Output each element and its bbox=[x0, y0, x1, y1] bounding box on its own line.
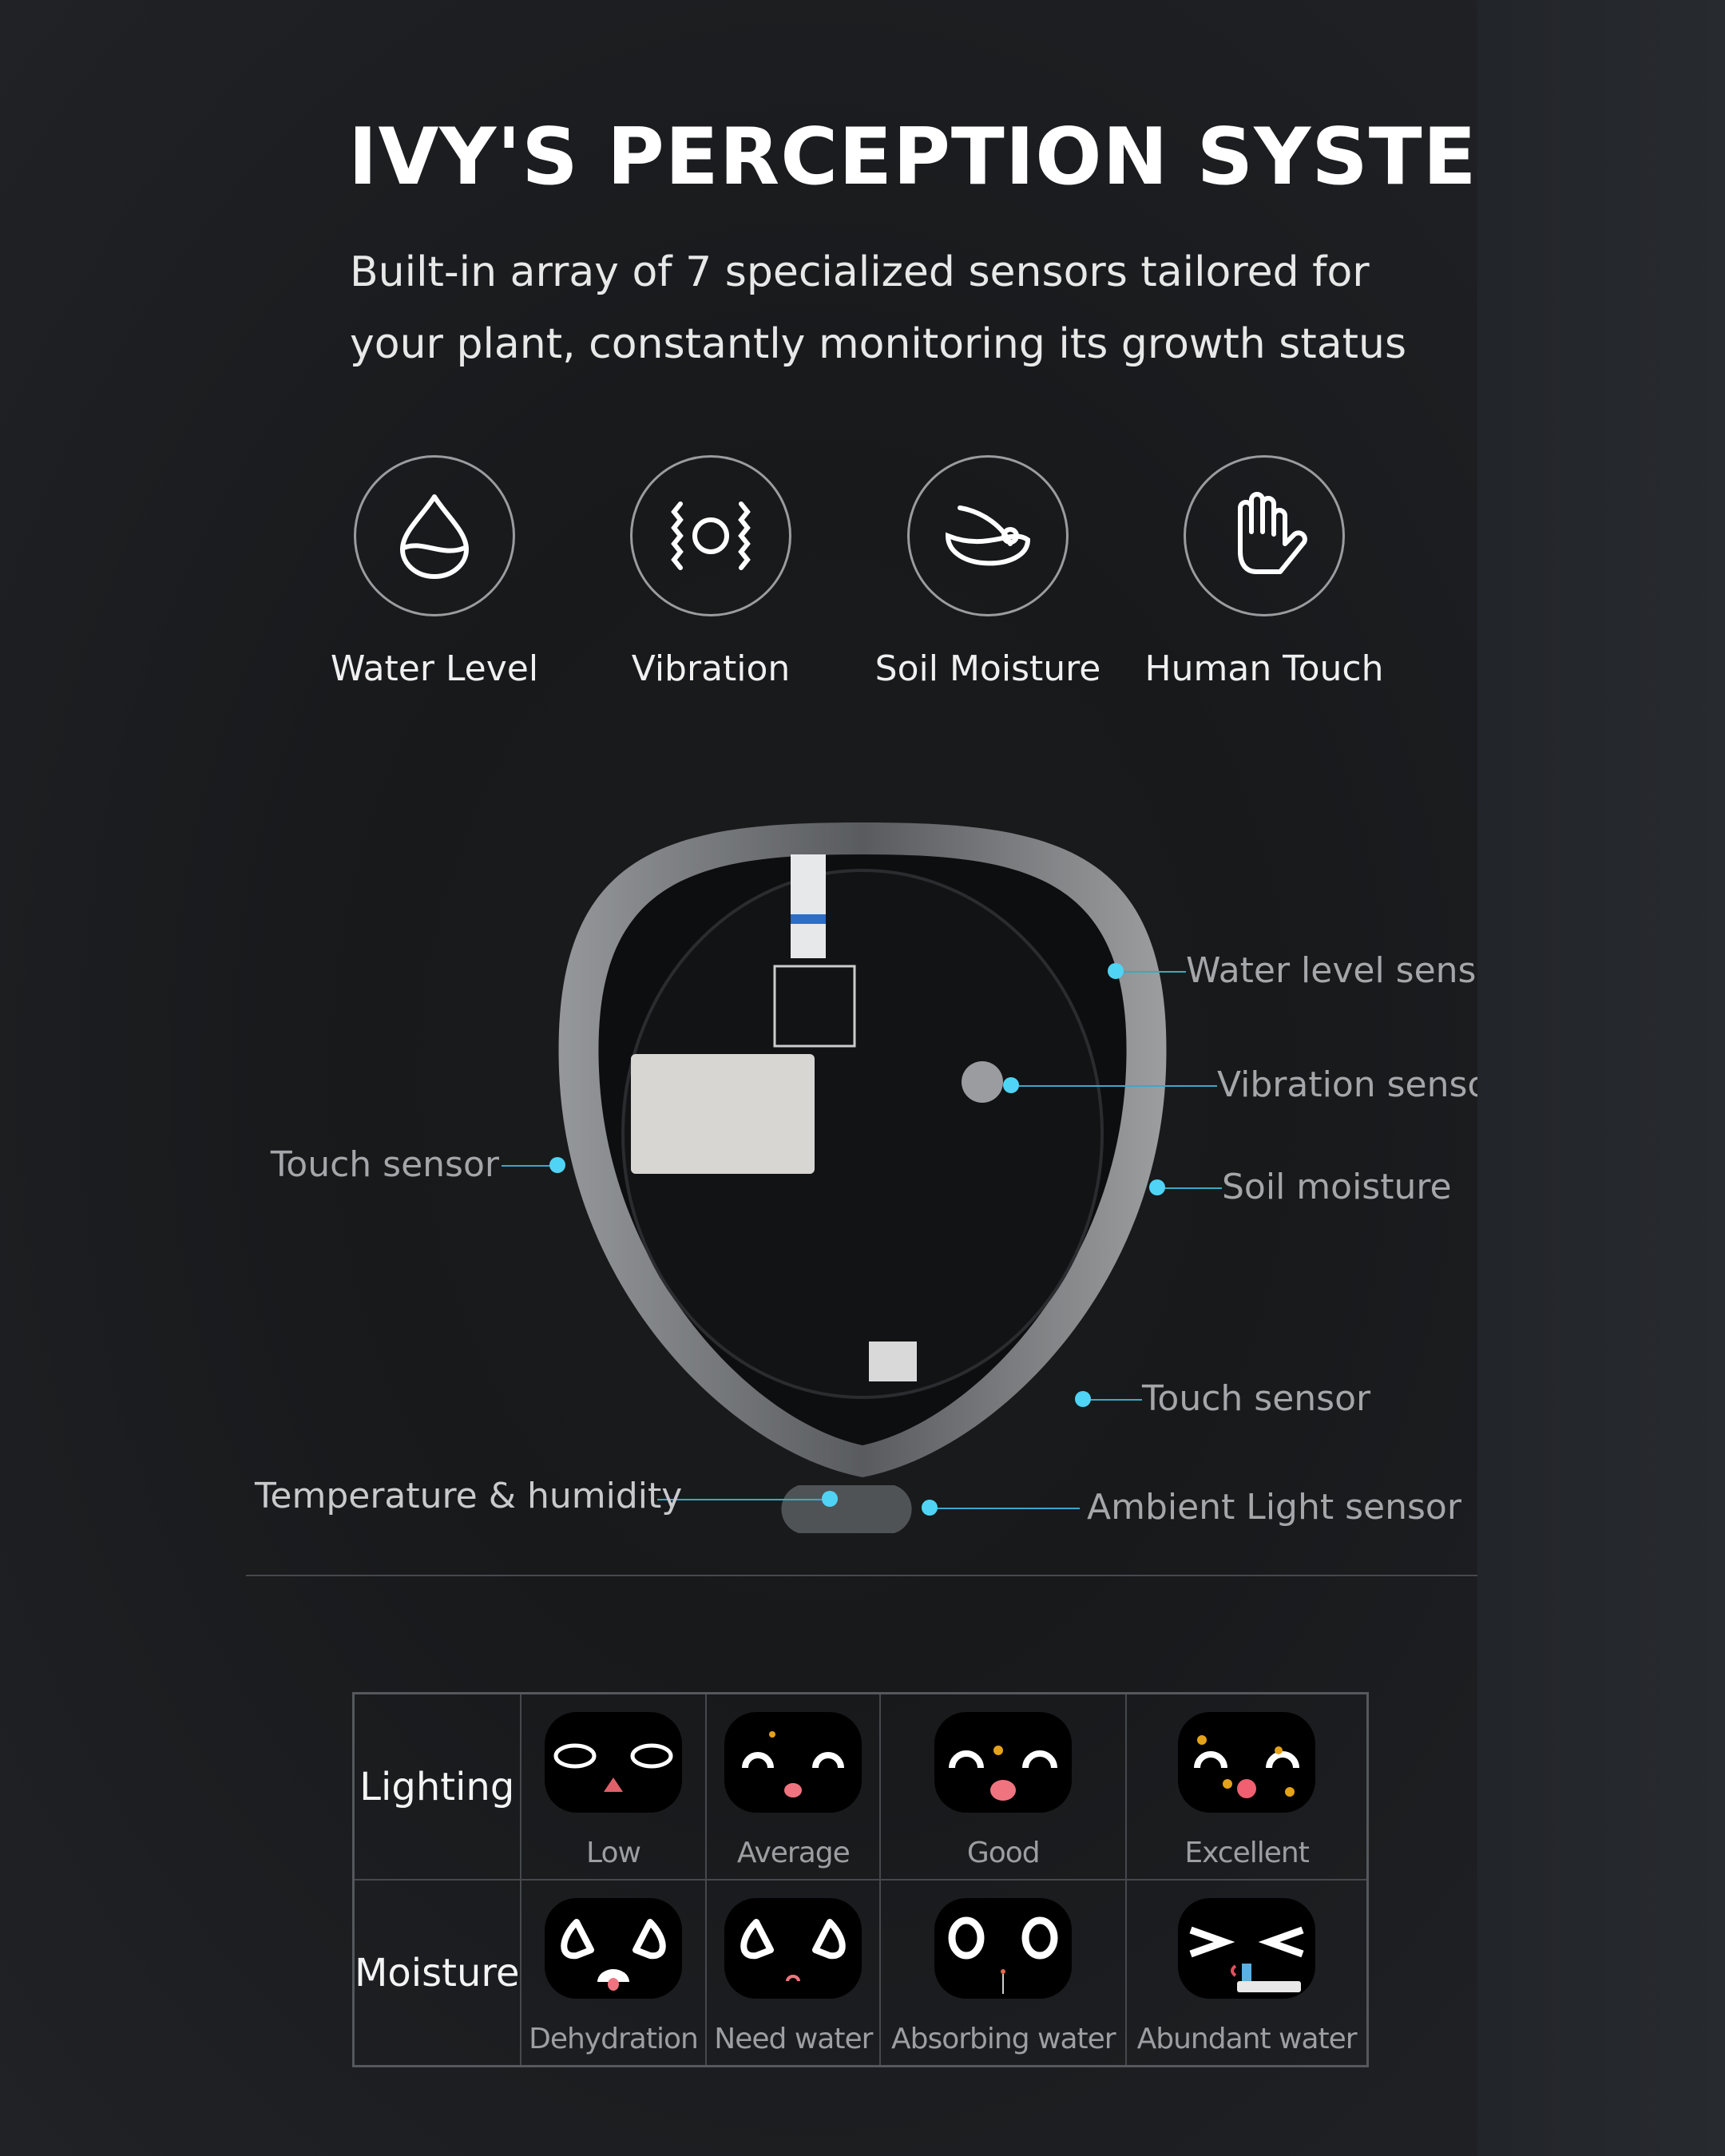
callout-soil-moisture: Soil moisture bbox=[1222, 1167, 1452, 1207]
callout-touch-left: Touch sensor bbox=[270, 1144, 499, 1185]
subtitle-line: Built-in array of 7 specialized sensors … bbox=[350, 248, 1370, 296]
callout-line bbox=[1157, 1187, 1222, 1189]
callout-line bbox=[502, 1165, 557, 1167]
sensor-vibration: Vibration bbox=[575, 455, 847, 689]
face-cell: Absorbing water bbox=[879, 1879, 1128, 2067]
state-label: Dehydration bbox=[529, 2023, 699, 2055]
callout-dot bbox=[1149, 1179, 1165, 1195]
face-cell: Need water bbox=[705, 1879, 882, 2067]
subtitle-line: your plant, constantly monitoring its gr… bbox=[350, 320, 1407, 368]
page-subtitle: Built-in array of 7 specialized sensors … bbox=[350, 236, 1468, 380]
water-drop-icon bbox=[354, 455, 515, 616]
face-cell: Excellent bbox=[1125, 1692, 1369, 1881]
sensor-human-touch: Human Touch bbox=[1128, 455, 1400, 689]
perception-panel: IVY'S PERCEPTION SYSTEM Built-in array o… bbox=[0, 0, 1477, 2156]
row-header: Moisture bbox=[352, 1879, 521, 2067]
page-title: IVY'S PERCEPTION SYSTEM bbox=[348, 112, 1477, 203]
state-label: Low bbox=[586, 1837, 641, 1869]
callout-line bbox=[1116, 971, 1186, 973]
vibration-icon bbox=[630, 455, 791, 616]
sensor-soil-moisture: Soil Moisture bbox=[852, 455, 1124, 689]
background-strip bbox=[1477, 0, 1725, 2156]
callout-dot bbox=[1108, 963, 1124, 979]
state-label: Absorbing water bbox=[890, 2023, 1116, 2055]
face-cell: Good bbox=[879, 1692, 1128, 1881]
face-abundant-water-icon bbox=[1178, 1898, 1316, 1999]
table-row-lighting: Lighting Low Average Good Excellent bbox=[352, 1692, 1369, 1881]
callout-water-level: Water level sensor bbox=[1186, 950, 1477, 991]
callout-dot bbox=[1075, 1391, 1091, 1407]
face-good-icon bbox=[934, 1712, 1073, 1813]
callout-temperature: Temperature & humidity bbox=[255, 1476, 683, 1516]
face-low-icon bbox=[544, 1712, 682, 1813]
callout-dot bbox=[822, 1491, 838, 1507]
table-row-moisture: Moisture Dehydration Need water Absorbin… bbox=[352, 1879, 1369, 2067]
face-cell: Average bbox=[705, 1692, 882, 1881]
face-absorbing-water-icon bbox=[934, 1898, 1073, 1999]
callout-ambient-light: Ambient Light sensor bbox=[1087, 1487, 1461, 1528]
sensor-label: Human Touch bbox=[1144, 648, 1384, 689]
device-illustration bbox=[558, 822, 1167, 1533]
callout-line bbox=[930, 1508, 1080, 1509]
face-cell: Dehydration bbox=[519, 1879, 708, 2067]
sensor-water-level: Water Level bbox=[299, 455, 570, 689]
state-label: Average bbox=[736, 1837, 851, 1869]
face-need-water-icon bbox=[724, 1898, 862, 1999]
callout-dot bbox=[1003, 1077, 1019, 1093]
face-excellent-icon bbox=[1178, 1712, 1316, 1813]
expression-table: Lighting Low Average Good Excellent Mois… bbox=[352, 1692, 1369, 2067]
face-cell: Abundant water bbox=[1125, 1879, 1369, 2067]
callout-line bbox=[657, 1499, 830, 1500]
sensor-label: Soil Moisture bbox=[874, 648, 1101, 689]
section-divider bbox=[246, 1575, 1477, 1576]
face-dehydration-icon bbox=[544, 1898, 682, 1999]
state-label: Excellent bbox=[1184, 1837, 1309, 1869]
callout-line bbox=[1083, 1399, 1142, 1401]
face-cell: Low bbox=[519, 1692, 708, 1881]
state-label: Need water bbox=[714, 2023, 873, 2055]
hand-icon bbox=[1184, 455, 1345, 616]
state-label: Abundant water bbox=[1136, 2023, 1358, 2055]
callout-dot bbox=[922, 1500, 938, 1516]
sensor-label: Vibration bbox=[631, 648, 791, 689]
sensor-label: Water Level bbox=[330, 648, 539, 689]
callout-touch-right: Touch sensor bbox=[1142, 1378, 1371, 1419]
callout-vibration: Vibration sensor bbox=[1217, 1064, 1477, 1105]
row-header: Lighting bbox=[352, 1692, 521, 1881]
callout-line bbox=[1011, 1085, 1217, 1087]
soil-moisture-icon bbox=[907, 455, 1069, 616]
state-label: Good bbox=[966, 1837, 1041, 1869]
face-average-icon bbox=[724, 1712, 862, 1813]
callout-dot bbox=[549, 1157, 565, 1173]
